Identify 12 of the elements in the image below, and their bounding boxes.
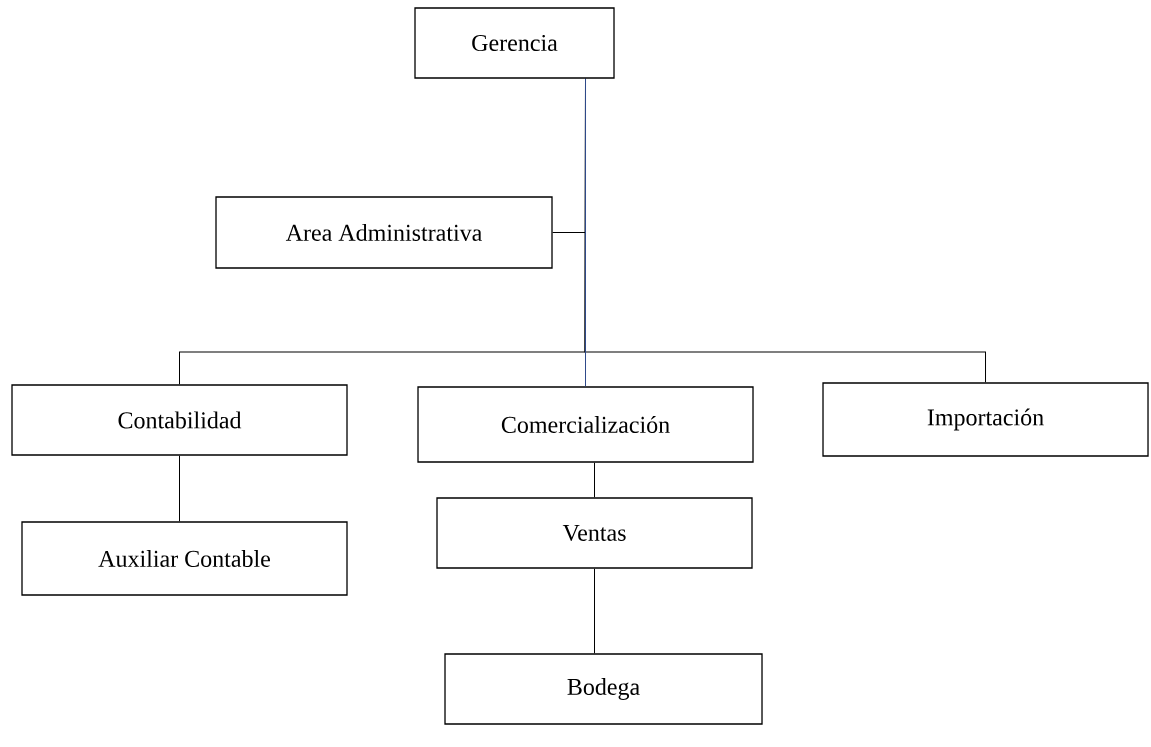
org-box: Bodega xyxy=(444,653,763,725)
connector-line xyxy=(585,78,586,387)
org-box: Auxiliar Contable xyxy=(21,521,348,596)
org-box: Ventas xyxy=(436,497,753,569)
connector-line xyxy=(179,455,180,522)
org-box: Comercialización xyxy=(417,386,754,463)
org-box: Importación xyxy=(822,382,1149,457)
connector-line xyxy=(594,462,595,498)
org-box: Area Administrativa xyxy=(215,196,553,269)
connector-line xyxy=(594,568,595,654)
org-box: Contabilidad xyxy=(11,384,348,456)
org-box: Gerencia xyxy=(414,7,615,79)
